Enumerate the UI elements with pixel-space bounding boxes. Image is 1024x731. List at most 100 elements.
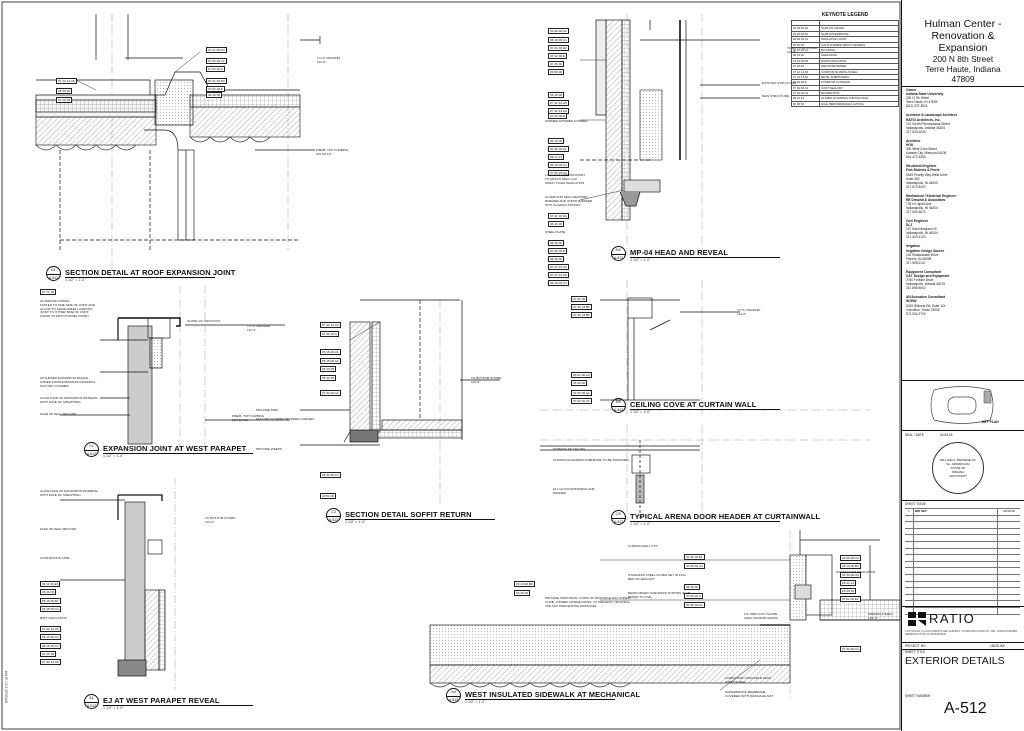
consultant-line: WJHW xyxy=(906,299,917,304)
detail-title: TYPICAL ARENA DOOR HEADER AT CURTAINWALL xyxy=(630,512,821,521)
note-new-structure: NEW STRUCTURE xyxy=(762,94,790,98)
keynote-description: RIGID INSULATION xyxy=(821,58,847,63)
detail-title-underline xyxy=(465,699,615,700)
keynote-tag: 05 40 00 xyxy=(548,256,565,262)
note-curtainwall-rough: CURTAIN ALUMINUM SUBFRAME TO BE PROVIDED xyxy=(553,458,629,462)
note-align-face: ALIGN FACE OF EXPANSION MATERIAL WITH FA… xyxy=(40,396,99,404)
consultant-line: Indianapolis, IN 46240 xyxy=(906,180,938,185)
sheet-issue-label: SHEET ISSUE xyxy=(905,502,927,506)
detail-title: SECTION DETAIL SOFFIT RETURN xyxy=(345,510,472,519)
keynote-tag: 03 46 00 xyxy=(514,590,531,596)
keynote-description: SLAB WATERPROOF xyxy=(821,31,849,36)
detail-scale: 1 1/2" = 1'-0" xyxy=(345,520,366,524)
note-provide-drip: PROVIDE DRIP xyxy=(256,408,279,412)
keynote-tag: 07 42 13.B5 xyxy=(571,304,592,310)
keynote-tag: 06 11 00.E3 xyxy=(40,581,61,587)
detail-number: A4 xyxy=(447,689,460,697)
note-sidewalk-slope: 1/4" PER FOOT SLOPE AWAY FROM BUILDING xyxy=(744,612,779,620)
key-plan-diagram xyxy=(930,386,994,424)
detail-sheet-ref: A-512 xyxy=(613,408,624,412)
note-tos-parapet-c1: T.O.S. PARAPET 112'-0" xyxy=(247,324,271,332)
sheet-issue-cell xyxy=(914,548,998,555)
consultant-line: 2750 Fortune Drive xyxy=(906,278,934,283)
keynote-code: 07 92 00.C2 xyxy=(792,91,820,96)
note-bottom-chord-b2: TO BOTTOM CHORD 112'-0" xyxy=(787,46,818,54)
keynote-description: COMPOSITE METAL PANEL xyxy=(821,69,858,74)
consultant-heading: Equipment Consultant xyxy=(906,269,942,274)
sheet-number: A-512 xyxy=(944,700,987,717)
sheet-issue-row xyxy=(905,581,1020,589)
project-line: Expansion xyxy=(938,42,988,54)
keynote-tag: 07 91 00 xyxy=(571,296,588,302)
key-plan-label: KEY PLAN xyxy=(982,420,999,424)
keynote-tag: 07 42 13.A5 xyxy=(40,659,61,665)
sheet-issue-cell xyxy=(905,601,914,607)
detail-title-underline xyxy=(630,521,780,522)
sheet-issue-row xyxy=(905,588,1020,595)
keynote-tag: 03 13 00.B2 xyxy=(514,581,535,587)
consultant-line: Suite 300 xyxy=(906,176,920,181)
keynote-description: HIGH PERFORMANCE COATING xyxy=(821,101,864,106)
stamp-line: WILLIAM A. BROWNE JR. xyxy=(939,458,977,462)
divider xyxy=(902,642,1024,643)
keynote-tag: 07 62 00.C xyxy=(320,331,340,337)
consultant-heading: Civil Engineer xyxy=(906,219,928,224)
seal-date: 04.05.18 xyxy=(940,433,953,437)
keynote-tag: 09 51 00.A3 xyxy=(571,372,592,378)
sheet-issue-cell xyxy=(914,535,998,541)
sheet-issue-cell xyxy=(998,562,1020,568)
sheet-issue-cell xyxy=(998,608,1020,614)
sheet-number-label: SHEET NUMBER xyxy=(905,694,931,698)
keynote-tag: 07 71 00 xyxy=(40,289,57,295)
project-line: Hulman Center - xyxy=(924,18,1002,30)
detail-sheet-ref: A-512 xyxy=(48,276,59,280)
sheet-issue-cell xyxy=(905,561,914,568)
sheet-issue-cell xyxy=(914,594,998,601)
keynote-tag: 07 92 00.C2 xyxy=(548,170,569,176)
detail-number: B5 xyxy=(612,399,625,407)
keynote-tag: 06 40 00.C1 xyxy=(320,472,341,478)
keynote-tag: 07 62 00.C xyxy=(684,593,704,599)
sheet-issue-row xyxy=(905,528,1020,536)
sheet-issue-row xyxy=(905,574,1020,582)
keynote-tag: 03 30 00.A5 xyxy=(840,572,861,578)
detail-scale: 1 1/2" = 1'-0" xyxy=(65,278,86,282)
keynote-code: 07 42 13.A5 xyxy=(792,69,820,74)
sheet-issue-cell: 1 xyxy=(905,509,914,515)
keynote-tag: 03 30 00.A4 xyxy=(840,555,861,561)
detail-number: D1 xyxy=(47,267,60,275)
keynote-description: SLAB ON GRADE xyxy=(821,26,844,31)
project-line: 200 N 8th Street xyxy=(932,54,994,64)
keynote-code: 07 62 00.E xyxy=(792,80,820,85)
detail-scale: 1 1/2" = 1'-0" xyxy=(630,410,651,414)
keynote-tag: 07 62 13.A5 xyxy=(40,626,61,632)
detail-number: B2 xyxy=(612,247,625,255)
keynote-tag: 06 16 00.B1 xyxy=(40,598,61,604)
sheet-issue-cell xyxy=(914,541,998,548)
consultant-heading: Architect & Landscape Architect xyxy=(906,113,957,118)
consultant-line: Indianapolis, IN 46204 xyxy=(906,231,938,236)
sheet-issue-cell xyxy=(914,607,998,614)
note-composite-deck: COMPOSITE CONCRETE DECK STRUCTURAL xyxy=(725,676,772,684)
consultant-line: 157 East Maryland St xyxy=(906,227,937,232)
stamp-line: ARCHITECT xyxy=(949,474,967,478)
keynote-tag: 05 40 00 xyxy=(571,380,588,386)
sheet-issue-cell xyxy=(905,515,914,522)
sheet-issue-cell xyxy=(905,555,914,561)
consultant-line: 200 N 7th Street xyxy=(906,96,930,101)
project-name-block: Hulman Center - Renovation & Expansion 2… xyxy=(902,18,1024,84)
keynote-tag: 07 42 13.A5 xyxy=(548,264,569,270)
keynote-tag: 07 92 00.A1 xyxy=(320,390,341,396)
sheet-issue-cell xyxy=(998,568,1020,574)
keynote-tag: 05 40 00 xyxy=(840,588,857,594)
note-spray-foam: 1/4" x 1" ALUMINUM FINISH TO MATCH WALL-… xyxy=(545,173,585,185)
sheet-issue-cell xyxy=(905,594,914,601)
